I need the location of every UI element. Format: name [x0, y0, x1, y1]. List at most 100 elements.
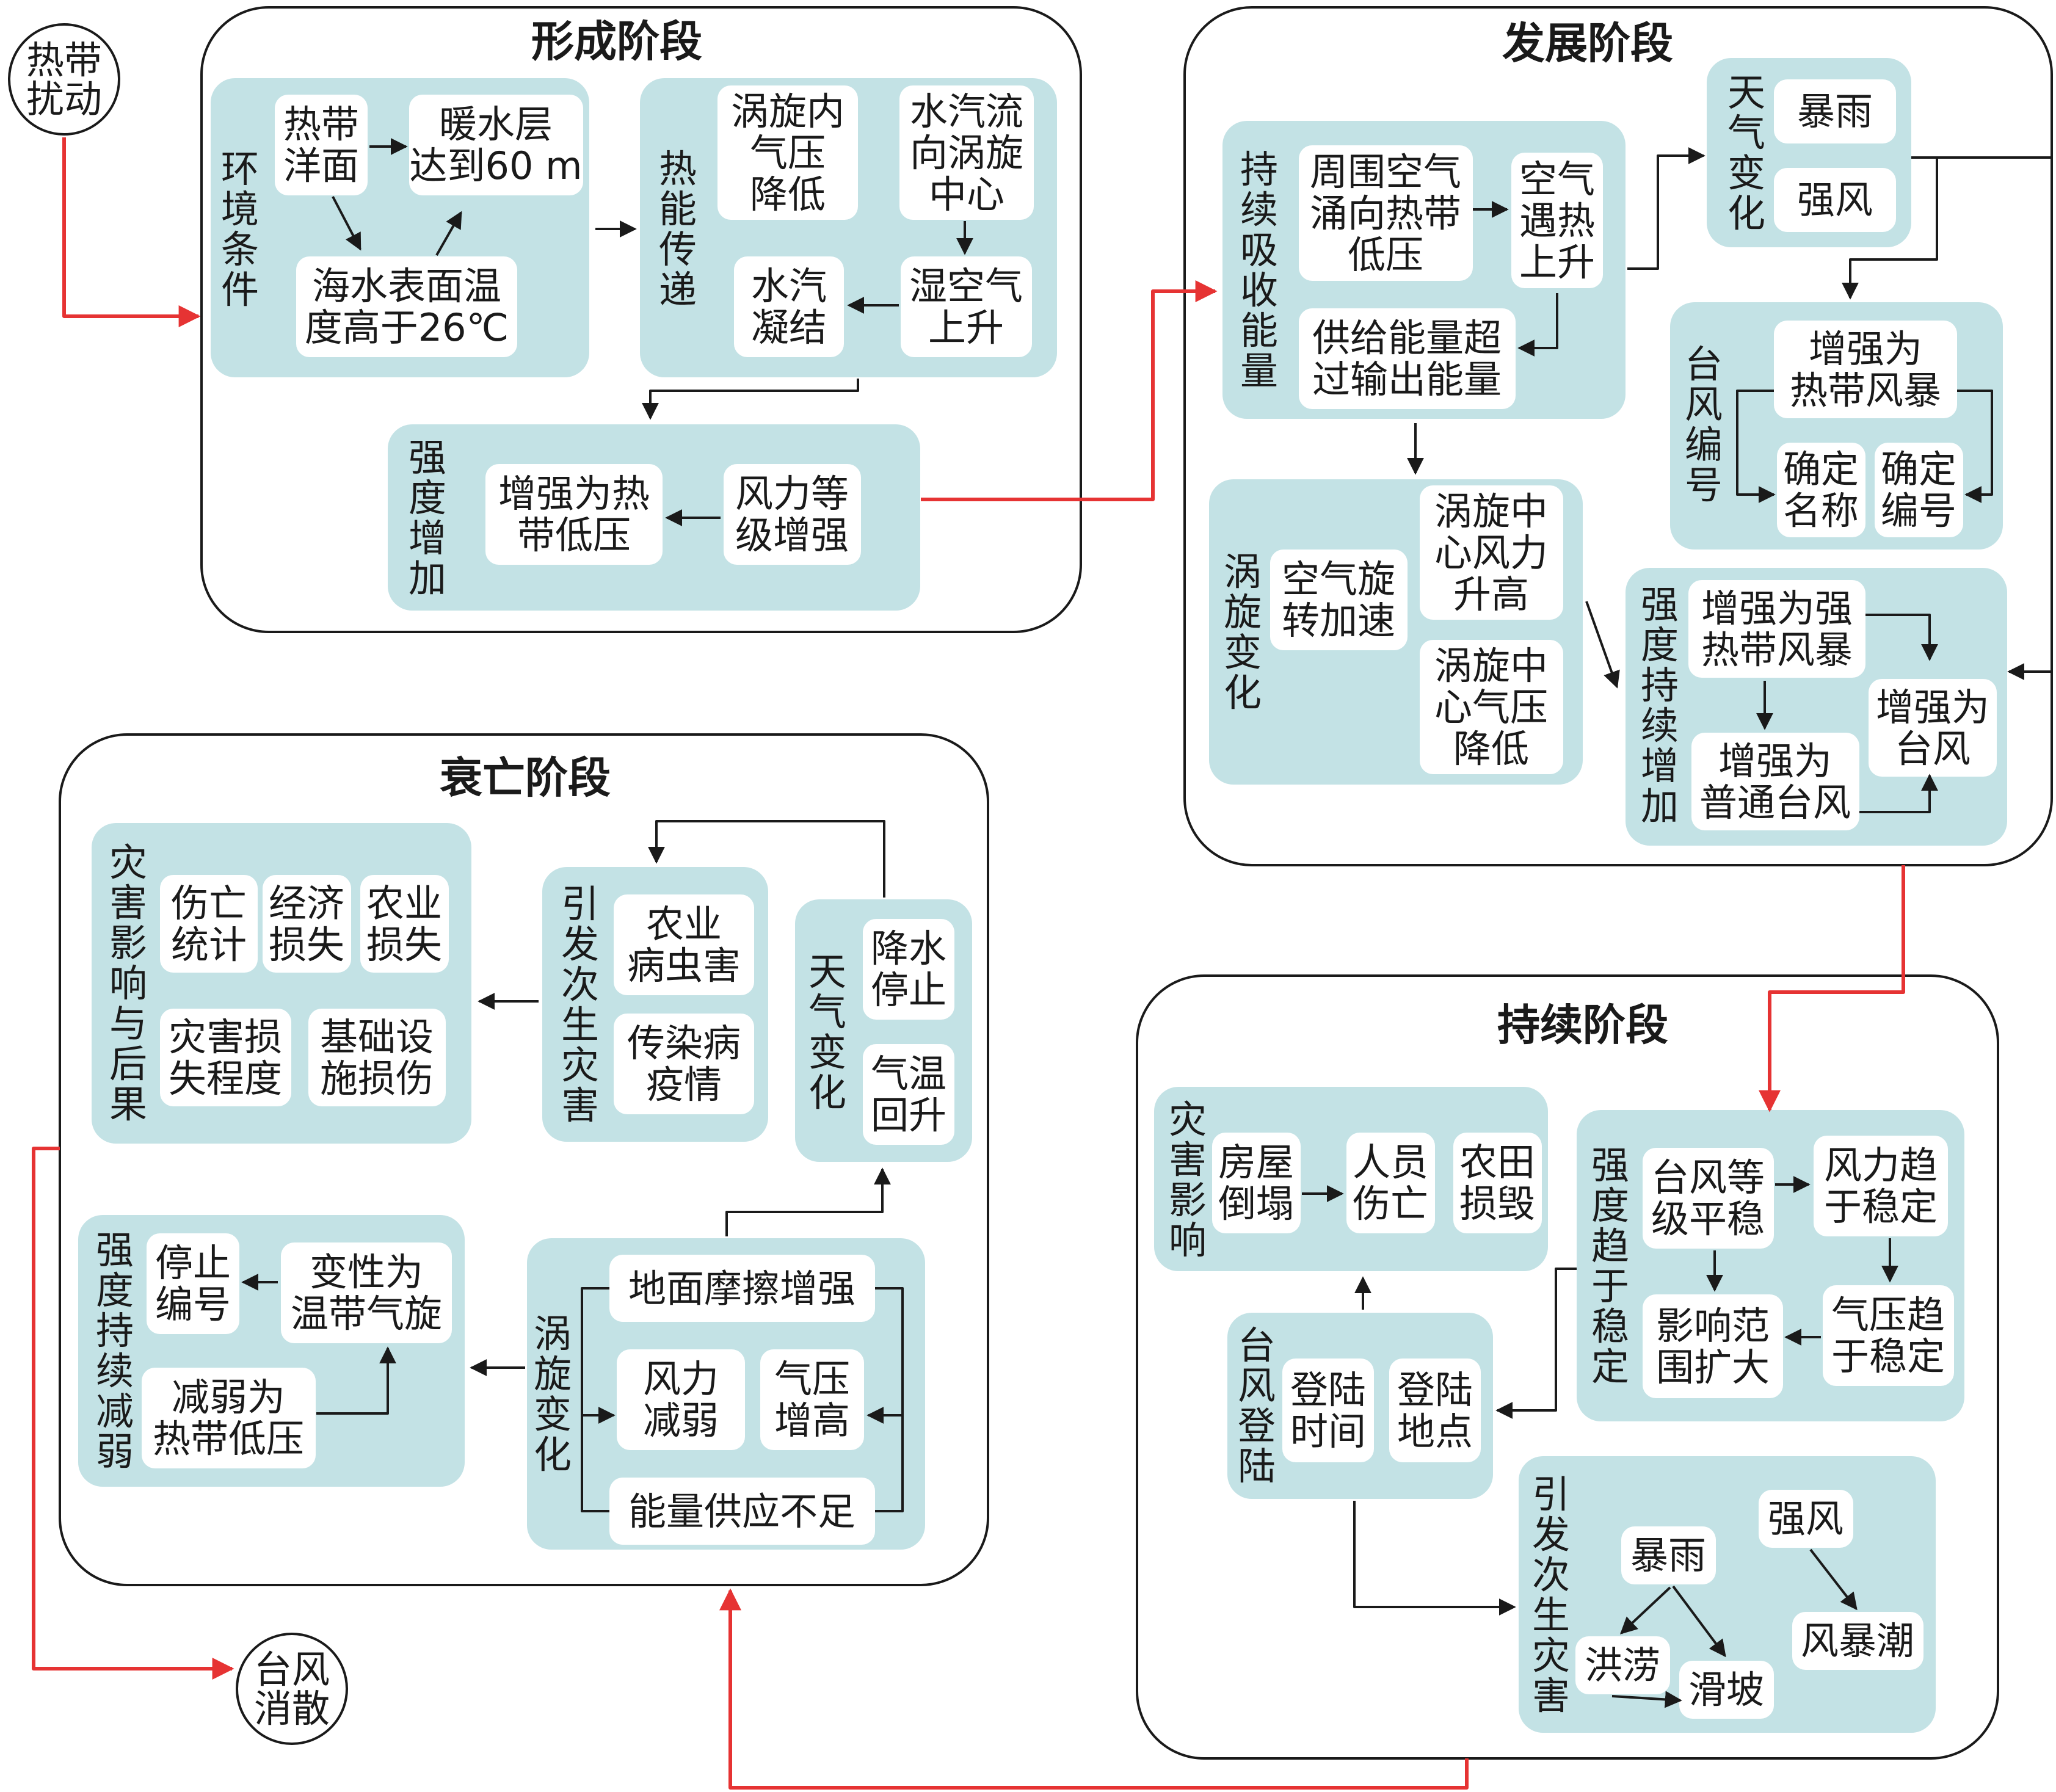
heat-label: 热能传递 [659, 147, 697, 312]
ssec-item-d: 滑坡 [1688, 1667, 1764, 1712]
weaken-item-c: 减弱为热带低压 [153, 1375, 304, 1461]
arrow-absorb-to-weather [1627, 147, 1705, 270]
stable-item-d: 气压趋于稳定 [1831, 1293, 1945, 1379]
sdis-item-a: 房屋倒塌 [1218, 1140, 1294, 1226]
landfall-item-b: 登陆地点 [1397, 1368, 1473, 1454]
landfall-item-b-box [1389, 1359, 1481, 1462]
heat-item-d-box [901, 256, 1032, 357]
arrow-dvortex-a-b [581, 1287, 616, 1424]
heat-item-b-box [899, 85, 1034, 220]
start-node [8, 23, 120, 136]
flow-start-to-formation [62, 137, 201, 327]
flow-decay-to-end [32, 1147, 234, 1680]
env-item-a: 热带洋面 [283, 102, 359, 188]
development-title: 发展阶段 [1502, 18, 1673, 68]
dint-item-c-box [1691, 733, 1859, 830]
arrow-absorb-b-c [1517, 293, 1558, 357]
ssec-item-a: 暴雨 [1630, 1533, 1706, 1578]
ssec-item-a-box [1621, 1526, 1716, 1584]
dint-item-c: 增强为普通台风 [1699, 739, 1851, 825]
dint-item-b: 增强为台风 [1876, 685, 1989, 771]
dint-item-a: 增强为强热带风暴 [1701, 586, 1853, 672]
decweather-item-b-box [863, 1044, 954, 1145]
dvortex-item-b: 涡旋中心风力升高 [1434, 489, 1548, 617]
sdis-item-b: 人员伤亡 [1353, 1140, 1428, 1226]
arrow-ssec-a-c [1619, 1586, 1671, 1634]
dec-vortex-label: 涡旋变化 [534, 1311, 572, 1477]
arrow-vortex-to-intensity [1585, 601, 1620, 689]
arrow-dvortex-d-c [875, 1415, 904, 1512]
fint-item-b-box [724, 464, 861, 565]
absorb-item-a-box [1299, 145, 1473, 281]
arrow-naming-a-c [1957, 390, 1993, 503]
arrow-env-c-b [435, 211, 462, 256]
end-node [236, 1633, 348, 1745]
landfall-label: 台风登陆 [1238, 1323, 1276, 1489]
absorb-item-b-box [1511, 153, 1603, 288]
naming-item-b-box [1777, 443, 1865, 537]
stable-item-b-box [1814, 1136, 1948, 1236]
impact-item-e-box [308, 1009, 446, 1106]
flow-formation-to-development [921, 280, 1218, 501]
dec-vortex-item-c-box [760, 1349, 864, 1450]
absorb-item-c-box [1299, 308, 1516, 409]
absorb-item-c: 供给能量超过输出能量 [1312, 316, 1502, 402]
naming-item-b: 确定名称 [1783, 447, 1859, 533]
heat-item-a: 涡旋内气压降低 [731, 89, 845, 217]
ssec-item-b: 强风 [1768, 1496, 1843, 1541]
dvortex-label: 涡旋变化 [1224, 550, 1262, 715]
weaken-item-a-box [147, 1233, 239, 1334]
naming-item-a: 增强为热带风暴 [1790, 327, 1941, 413]
dweather-label: 天气变化 [1727, 70, 1765, 236]
dint-item-b-box [1869, 679, 1997, 777]
sdis-item-c-box [1453, 1133, 1542, 1233]
dsec-label: 引发次生灾害 [561, 882, 599, 1128]
impact-label: 灾害影响与后果 [109, 840, 147, 1126]
decweather-label: 天气变化 [808, 949, 846, 1115]
fint-label: 强度增加 [409, 435, 446, 601]
env-item-b-box [409, 95, 583, 195]
heat-item-c-box [734, 256, 844, 357]
arrow-env-a-c [332, 196, 361, 251]
stable-item-a-box [1643, 1148, 1774, 1249]
dec-vortex-item-d: 能量供应不足 [628, 1489, 855, 1534]
fint-item-b: 风力等级增强 [735, 471, 849, 557]
dvortex-item-b-box [1420, 485, 1563, 620]
dsec-item-b-box [614, 1014, 754, 1114]
end-label: 台风消散 [254, 1647, 330, 1731]
arrow-naming-to-intensity [1911, 156, 2053, 680]
heat-item-d: 湿空气上升 [909, 264, 1023, 350]
decweather-item-a: 降水停止 [871, 926, 946, 1012]
arrow-heat-to-intensity [642, 379, 859, 420]
dweather-item-b-box [1774, 168, 1896, 232]
fint-item-a: 增强为热带低压 [498, 471, 650, 557]
dweather-item-b: 强风 [1797, 178, 1873, 222]
env-label: 环境条件 [221, 147, 259, 312]
dvortex-item-c-box [1420, 640, 1563, 774]
flow-sustain-to-decay [719, 1588, 1469, 1790]
naming-item-c: 确定编号 [1881, 447, 1956, 533]
ssec-item-c-box [1575, 1636, 1670, 1694]
sdis-item-b-box [1346, 1133, 1435, 1233]
impact-item-c-box [360, 875, 449, 973]
absorb-label: 持续吸收能量 [1240, 147, 1278, 393]
impact-item-b: 经济损失 [269, 881, 344, 967]
ssec-label: 引发次生灾害 [1532, 1472, 1570, 1718]
decweather-item-a-box [863, 919, 954, 1020]
impact-item-e: 基础设施损伤 [320, 1015, 434, 1101]
dec-vortex-item-b: 风力减弱 [643, 1357, 719, 1443]
stable-item-b: 风力趋于稳定 [1824, 1143, 1938, 1229]
env-item-c: 海水表面温度高于26℃ [305, 264, 509, 350]
stable-label: 强度趋于稳定 [1591, 1143, 1629, 1389]
flow-development-to-sustain [1759, 865, 1905, 1112]
arrow-dec-vortex-to-weather [725, 1167, 891, 1236]
env-item-c-box [296, 256, 517, 357]
impact-item-d: 灾害损失程度 [169, 1015, 282, 1101]
weaken-item-b-box [281, 1242, 452, 1343]
dweather-item-a-box [1774, 79, 1896, 143]
landfall-item-a: 登陆时间 [1290, 1368, 1366, 1454]
arrow-landfall-to-secondary [1353, 1501, 1516, 1616]
sdis-label: 灾害影响 [1169, 1097, 1207, 1263]
arrow-dvortex-a-c [866, 1287, 904, 1424]
arrow-ssec-a-d [1672, 1585, 1726, 1658]
